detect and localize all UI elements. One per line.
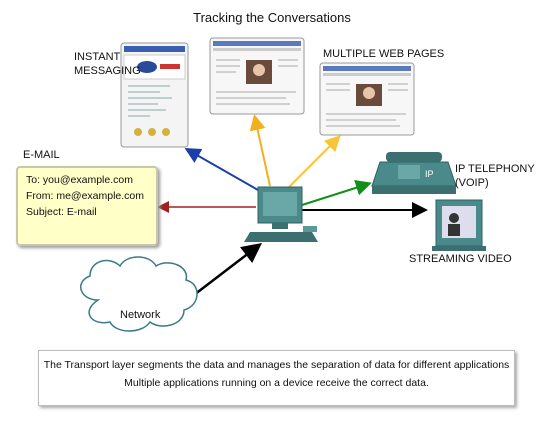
computer-icon: [244, 186, 318, 242]
diagram-title: Tracking the Conversations: [193, 10, 351, 25]
label-ip-telephony: IP TELEPHONY (VOIP): [455, 163, 535, 189]
email-card: To: you@example.com From: me@example.com…: [16, 166, 158, 246]
caption-line-2: Multiple applications running on a devic…: [124, 377, 429, 389]
video-monitor-icon: [432, 199, 486, 251]
web-page-window-2: [319, 62, 415, 136]
caption-line-1: The Transport layer segments the data an…: [43, 359, 510, 371]
email-subject: Subject: E-mail: [26, 206, 97, 218]
arrow-from-network: [189, 242, 262, 299]
label-multiple-web-pages: MULTIPLE WEB PAGES: [323, 48, 445, 60]
label-streaming-video: STREAMING VIDEO: [409, 253, 512, 265]
email-from: From: me@example.com: [26, 190, 145, 202]
arrow-to-web-page-1: [249, 114, 271, 187]
web-page-window-1: [209, 37, 305, 115]
label-network: Network: [120, 309, 161, 321]
label-instant-messaging: INSTANT MESSAGING: [74, 51, 141, 77]
arrow-to-instant-messaging: [184, 148, 259, 191]
arrow-to-web-page-2: [287, 135, 341, 189]
label-email: E-MAIL: [23, 149, 60, 161]
ip-phone-icon: IP: [371, 152, 457, 194]
phone-badge: IP: [425, 169, 434, 179]
network-cloud: [80, 256, 198, 332]
email-to: To: you@example.com: [26, 174, 133, 186]
arrow-to-ip-telephony: [301, 180, 372, 206]
caption-box: The Transport layer segments the data an…: [38, 350, 515, 406]
instant-messaging-window: [120, 42, 189, 148]
